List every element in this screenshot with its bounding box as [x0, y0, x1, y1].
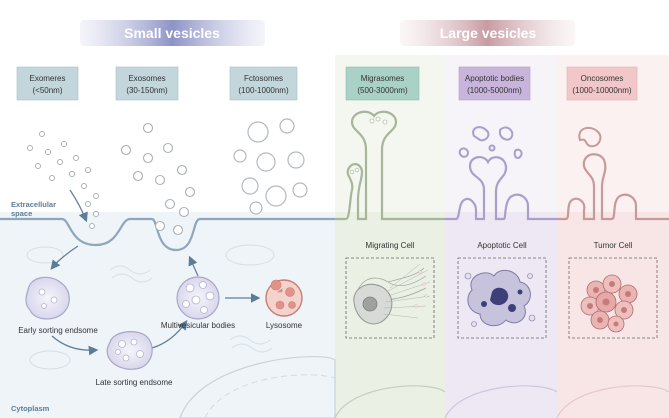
mvb-label: Multivesicular bodies: [161, 321, 235, 330]
apoptotic-cell-box: [457, 257, 547, 339]
exosome-particles: [120, 122, 196, 236]
svg-text:Apoptotic bodies: Apoptotic bodies: [465, 74, 524, 83]
late-endosome-label: Late sorting endsome: [96, 378, 173, 387]
svg-text:(<50nm): (<50nm): [32, 86, 62, 95]
svg-text:Migrasomes: Migrasomes: [361, 74, 405, 83]
svg-text:(500-3000nm): (500-3000nm): [357, 86, 408, 95]
apoptotic-cell-label: Apoptotic Cell: [477, 241, 527, 250]
oncosome-membrane: [557, 153, 669, 221]
svg-text:(100-1000nm): (100-1000nm): [238, 86, 289, 95]
svg-text:(1000-10000nm): (1000-10000nm): [572, 86, 631, 95]
label-apoptotic-bodies: Apoptotic bodies (1000-5000nm): [458, 66, 531, 101]
svg-text:Fctosomes: Fctosomes: [244, 74, 283, 83]
tumor-cell-label: Tumor Cell: [594, 241, 633, 250]
migrasome-vesicles: [349, 116, 388, 175]
svg-text:(30-150nm): (30-150nm): [126, 86, 168, 95]
apoptotic-cell-illustration: [464, 269, 536, 327]
large-vesicles-header-bg: [400, 20, 575, 46]
exomere-particles: [27, 131, 99, 229]
cytoplasm-label: Cytoplasm: [11, 404, 50, 413]
migrasome-membrane: [335, 110, 445, 221]
label-migrasomes: Migrasomes (500-3000nm): [345, 66, 420, 101]
tumor-cell-area: [557, 212, 669, 418]
late-sorting-endosome: [106, 331, 153, 370]
apoptotic-bodies: [458, 126, 523, 160]
small-vesicles-header: Small vesicles: [124, 25, 220, 41]
label-fctosomes: Fctosomes (100-1000nm): [229, 66, 298, 101]
early-sorting-endosome: [25, 276, 70, 320]
extracellular-label-1: Extracellular: [11, 200, 56, 209]
large-vesicles-header: Large vesicles: [440, 25, 537, 41]
tumor-cell-illustration: [580, 274, 638, 333]
small-vesicles-header-bg: [80, 20, 265, 46]
migrating-cell-area: [335, 212, 445, 418]
apoptotic-membrane: [445, 156, 557, 221]
migrating-cell-label: Migrating Cell: [366, 241, 415, 250]
fctosome-particles: [233, 118, 308, 215]
svg-text:(1000-5000nm): (1000-5000nm): [467, 86, 522, 95]
plasma-membrane: [0, 217, 335, 252]
nucleus-outline: [179, 356, 336, 418]
oncosome-vesicle: [578, 126, 602, 148]
lysosome-label: Lysosome: [266, 321, 303, 330]
label-oncosomes: Oncosomes (1000-10000nm): [566, 66, 638, 101]
label-exosomes: Exosomes (30-150nm): [115, 66, 179, 101]
svg-text:Exomeres: Exomeres: [29, 74, 65, 83]
svg-text:Exosomes: Exosomes: [128, 74, 165, 83]
lysosome: [265, 279, 303, 317]
extracellular-label-2: space: [11, 209, 32, 218]
multivesicular-body: [176, 276, 220, 320]
early-endosome-label: Early sorting endsome: [18, 326, 98, 335]
tumor-cell-box: [568, 257, 658, 339]
migrating-cell-illustration: [353, 263, 431, 325]
label-exomeres: Exomeres (<50nm): [16, 66, 79, 101]
migrating-cell-box: [345, 257, 435, 339]
cytoplasm-organelles: [26, 244, 275, 370]
svg-text:Oncosomes: Oncosomes: [581, 74, 624, 83]
